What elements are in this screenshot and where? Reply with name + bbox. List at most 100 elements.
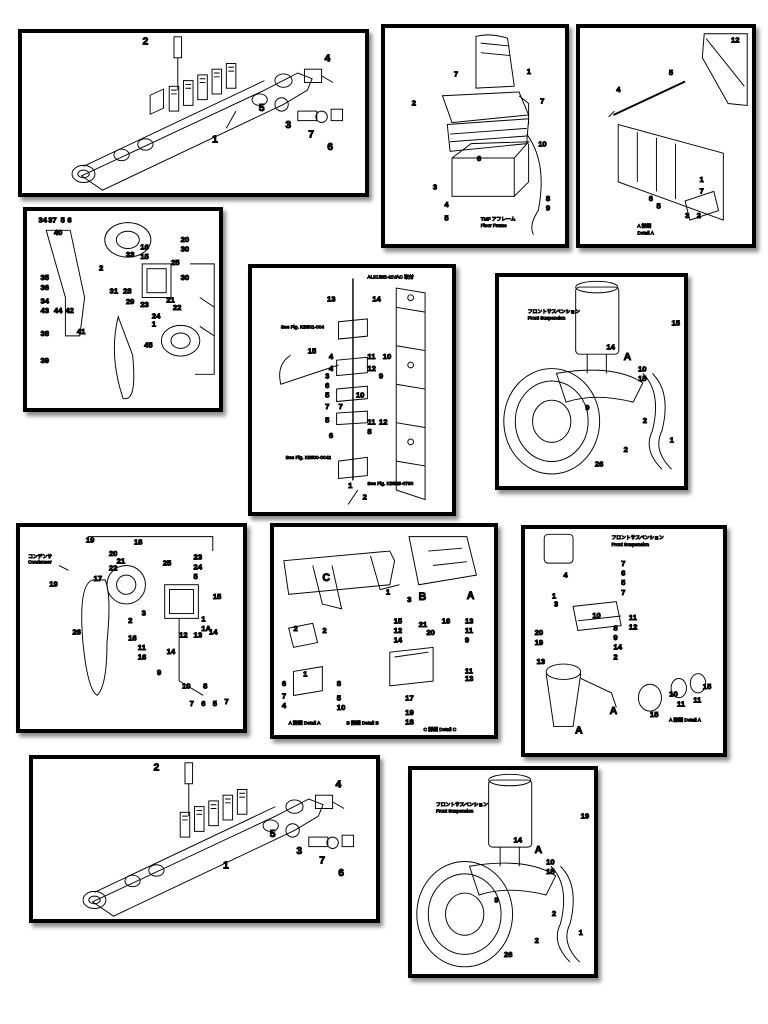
svg-text:39: 39: [40, 356, 49, 365]
svg-text:11: 11: [367, 352, 376, 361]
seat-assembly: [441, 34, 542, 235]
wiper-assembly: [608, 33, 748, 221]
svg-text:5: 5: [61, 216, 66, 225]
panel-front-suspension-a: フロントサスペンション Front Suspension 15 14 A 10 …: [495, 273, 688, 490]
svg-text:1: 1: [303, 669, 308, 678]
callout-5: 5: [259, 103, 265, 114]
title-en: Front Suspension: [436, 809, 474, 815]
svg-text:4: 4: [563, 571, 568, 580]
svg-text:6: 6: [329, 431, 333, 440]
svg-text:13: 13: [465, 674, 474, 683]
svg-text:10: 10: [669, 690, 678, 699]
callout-6: 6: [327, 142, 333, 153]
svg-text:10: 10: [546, 857, 555, 866]
svg-text:15: 15: [546, 867, 555, 876]
svg-text:25: 25: [171, 258, 180, 267]
manifold-b-drawing: 2 4 5 3 7 6 1: [82, 762, 355, 917]
svg-text:40: 40: [54, 228, 63, 237]
svg-text:2: 2: [552, 909, 556, 918]
svg-text:11: 11: [465, 666, 474, 675]
svg-text:2: 2: [293, 624, 297, 633]
svg-text:11: 11: [677, 699, 686, 708]
svg-text:45: 45: [144, 340, 153, 349]
svg-text:15: 15: [213, 592, 222, 601]
svg-text:31: 31: [110, 287, 119, 296]
svg-text:21: 21: [419, 620, 428, 629]
hose-routing-callouts: 13 14 15 4 11 10 4 12 3 9 6 5 10 7 7 5 1…: [307, 294, 392, 502]
svg-text:2: 2: [613, 652, 617, 661]
svg-text:28: 28: [123, 287, 132, 296]
svg-text:Condenser: Condenser: [28, 560, 52, 566]
svg-text:9: 9: [494, 896, 498, 905]
svg-text:6: 6: [282, 679, 286, 688]
svg-text:24: 24: [194, 562, 203, 571]
svg-text:4: 4: [282, 701, 287, 710]
seat-drawing: 7 1 2 7 10 6 3 4 5 8 9 TMF アフレーム Floor F…: [411, 34, 551, 235]
callout-4: 4: [616, 85, 621, 94]
svg-text:34: 34: [39, 216, 48, 225]
hose-routing-drawing: 13 14 15 4 11 10 4 12 3 9 6 5 10 7 7 5 1…: [279, 273, 426, 505]
svg-text:3: 3: [554, 599, 558, 608]
callout-4: 4: [335, 780, 341, 791]
note-1: ALKUBE-41VAC 取付: [367, 273, 413, 280]
svg-text:1: 1: [348, 481, 353, 490]
svg-text:25: 25: [163, 558, 172, 567]
svg-text:2: 2: [624, 445, 628, 454]
svg-text:コンデンサ: コンデンサ: [28, 553, 52, 560]
svg-text:35: 35: [40, 273, 49, 282]
svg-text:4: 4: [329, 364, 334, 373]
callout-3: 3: [296, 846, 302, 857]
svg-text:17: 17: [94, 574, 103, 583]
svg-text:41: 41: [77, 327, 86, 336]
svg-text:19: 19: [405, 708, 414, 717]
svg-text:34: 34: [40, 296, 49, 305]
svg-text:26: 26: [595, 459, 604, 468]
svg-text:18: 18: [405, 717, 414, 726]
svg-text:5: 5: [325, 391, 330, 400]
svg-text:10: 10: [182, 682, 191, 691]
svg-text:15: 15: [140, 252, 149, 261]
svg-text:22: 22: [173, 303, 182, 312]
svg-text:5: 5: [325, 416, 330, 425]
front-suspension-b-assembly: [416, 773, 580, 968]
panel-front-suspension-b: フロントサスペンション Front Suspension 19 14 A 10 …: [408, 766, 598, 978]
panel-manifold-a: 2 4 5 3 7 6 1: [18, 29, 369, 197]
callout-3: 3: [433, 183, 437, 192]
svg-text:11: 11: [367, 418, 376, 427]
manifold-fittings: [168, 36, 237, 112]
title-en: Front Suspension: [612, 542, 650, 548]
svg-text:17: 17: [405, 693, 414, 702]
svg-text:1: 1: [152, 319, 157, 328]
detail-a: A 詳細 Detail A: [669, 717, 702, 724]
svg-text:7: 7: [621, 559, 625, 568]
svg-text:15: 15: [638, 374, 647, 383]
title-jp: フロントサスペンション: [528, 309, 580, 315]
svg-text:30: 30: [181, 244, 190, 253]
svg-text:9: 9: [465, 636, 469, 645]
panel-belt-drive: 34 37 5 6 40 16 15 20 30 25 33 2 30 31 2…: [23, 207, 223, 412]
svg-text:16: 16: [128, 634, 137, 643]
callout-8: 8: [546, 194, 551, 203]
note-en: Detail A: [637, 230, 654, 236]
svg-text:6: 6: [67, 216, 71, 225]
svg-text:12: 12: [179, 631, 188, 640]
compressor-callouts: 19 18 コンデンサ Condenser 19 20 21 22 17 25 …: [28, 535, 229, 708]
svg-text:20: 20: [535, 628, 544, 637]
suspension-arm-drawing: フロントサスペンション Front Suspension 7 6 5 7 4 1…: [534, 533, 713, 737]
svg-text:20: 20: [181, 235, 190, 244]
svg-text:5: 5: [621, 578, 626, 587]
svg-text:1A: 1A: [201, 624, 211, 633]
callout-2: 2: [412, 98, 416, 107]
callout-2: 2: [697, 211, 701, 220]
belt-drive-callouts: 34 37 5 6 40 16 15 20 30 25 33 2 30 31 2…: [38, 215, 190, 365]
svg-text:43: 43: [40, 306, 49, 315]
belt-drive-drawing: 34 37 5 6 40 16 15 20 30 25 33 2 30 31 2…: [38, 215, 215, 400]
svg-text:20: 20: [109, 549, 118, 558]
panel-suspension-arm: フロントサスペンション Front Suspension 7 6 5 7 4 1…: [521, 525, 727, 757]
note-jp: A 詳細: [637, 223, 651, 230]
wiper-drawing: 5 4 12 1 7 6 5 3 2 A 詳細 Detail A: [608, 33, 748, 237]
svg-text:2: 2: [128, 616, 132, 625]
svg-text:5: 5: [213, 699, 218, 708]
svg-text:10: 10: [383, 352, 392, 361]
svg-text:7: 7: [339, 402, 343, 411]
